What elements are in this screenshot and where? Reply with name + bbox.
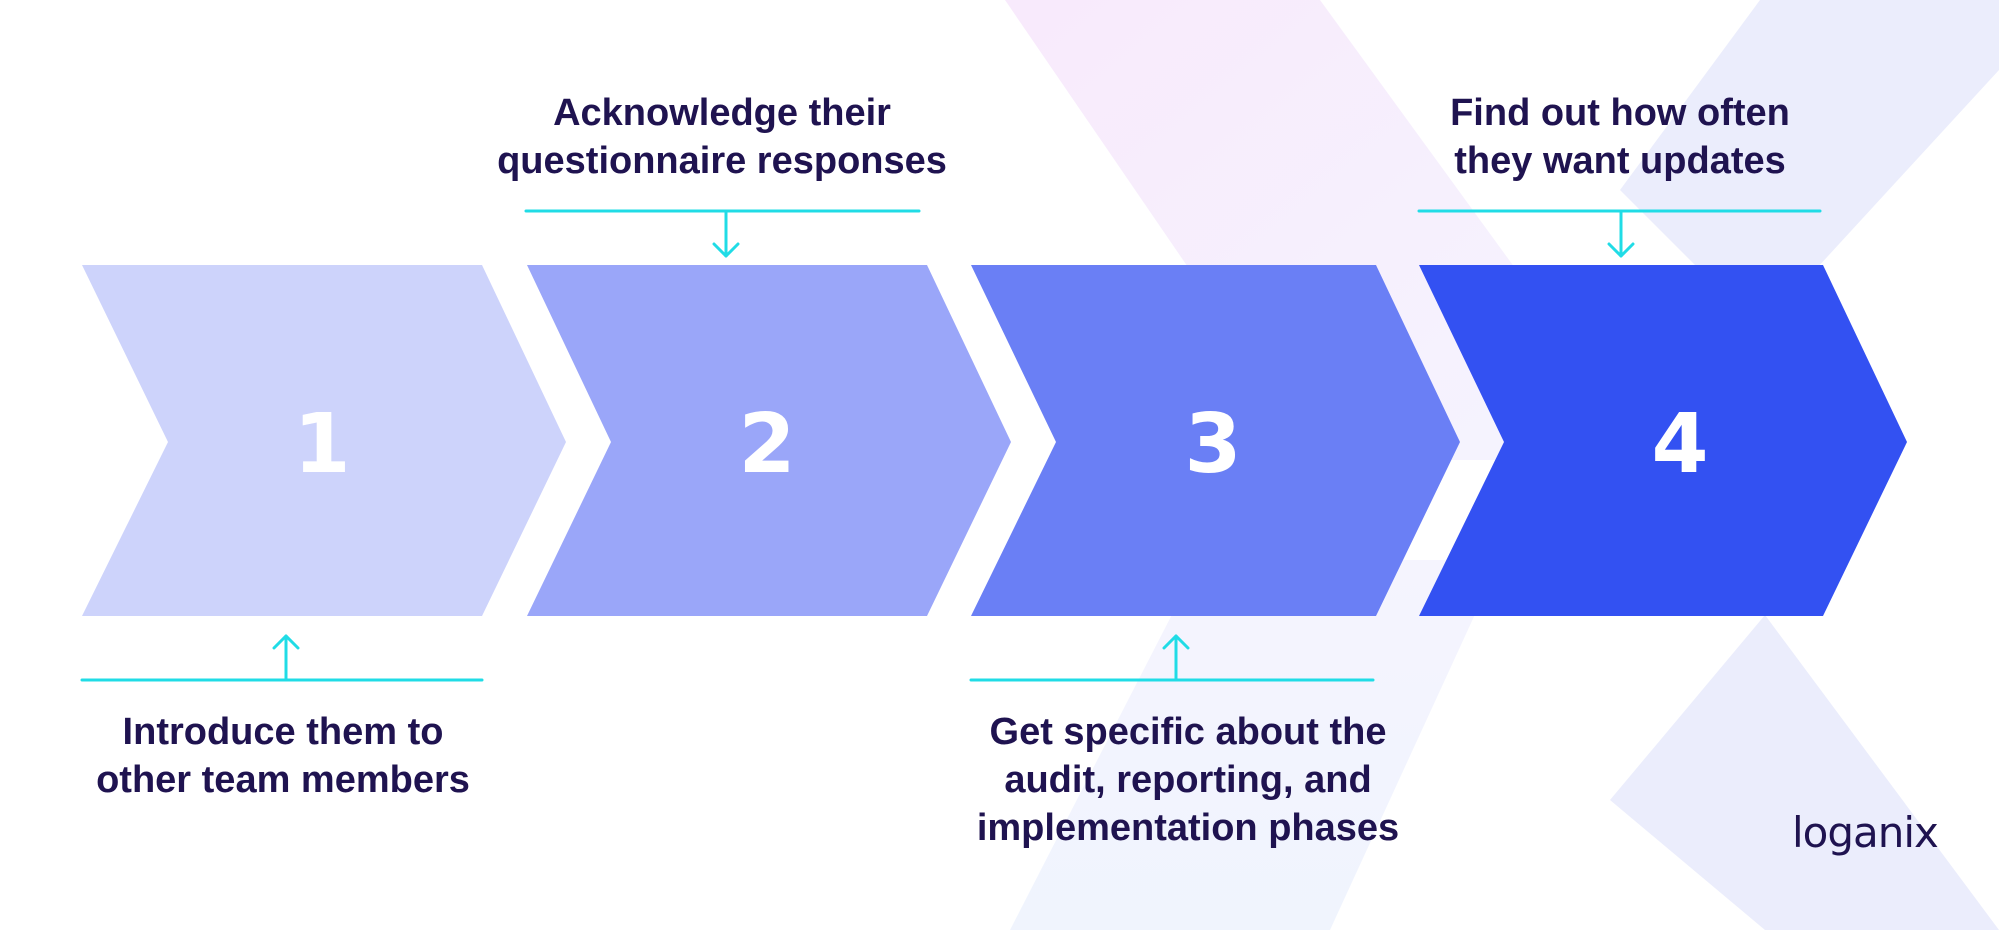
connector-step-2 bbox=[524, 209, 921, 258]
connector-step-3 bbox=[969, 634, 1375, 682]
arrow-down-icon bbox=[1607, 242, 1635, 258]
caption-step-3-line: Get specific about the bbox=[989, 711, 1387, 753]
bg-pale-band bbox=[1010, 560, 1500, 930]
chevron-4-shape bbox=[1419, 265, 1907, 616]
caption-step-4-line: Find out how often bbox=[1450, 92, 1790, 134]
chevron-step-4: 4 bbox=[1419, 265, 1907, 616]
caption-step-1: Introduce them to other team members bbox=[0, 708, 566, 804]
caption-step-3: Get specific about the audit, reporting,… bbox=[888, 708, 1488, 852]
step-1-number: 1 bbox=[293, 397, 350, 492]
caption-step-3-line: implementation phases bbox=[976, 807, 1400, 849]
caption-step-2: Acknowledge their questionnaire response… bbox=[422, 89, 1022, 185]
chevron-1-shape bbox=[82, 265, 566, 616]
arrow-up-icon bbox=[272, 634, 300, 650]
connector-step-4 bbox=[1417, 209, 1822, 258]
chevron-step-3: 3 bbox=[971, 265, 1460, 616]
chevron-2-shape bbox=[527, 265, 1011, 616]
bg-pink-band bbox=[1005, 0, 1560, 460]
step-2-number: 2 bbox=[738, 397, 795, 492]
caption-step-2-line: Acknowledge their bbox=[553, 92, 891, 134]
caption-step-2-line: questionnaire responses bbox=[497, 140, 947, 182]
caption-step-1-line: Introduce them to bbox=[122, 711, 444, 753]
connector-step-1 bbox=[80, 634, 484, 682]
bg-lavender-top bbox=[1620, 0, 1999, 330]
arrow-up-icon bbox=[1162, 634, 1190, 650]
loganix-logo: loganix bbox=[1792, 808, 1939, 857]
bg-lavender-bottom bbox=[1610, 615, 1999, 930]
chevron-3-shape bbox=[971, 265, 1460, 616]
chevron-step-2: 2 bbox=[527, 265, 1011, 616]
caption-step-3-line: audit, reporting, and bbox=[1004, 759, 1372, 801]
step-3-number: 3 bbox=[1184, 397, 1241, 492]
step-4-number: 4 bbox=[1651, 397, 1708, 492]
chevron-step-1: 1 bbox=[82, 265, 566, 616]
caption-step-4-line: they want updates bbox=[1454, 140, 1786, 182]
arrow-down-icon bbox=[712, 242, 740, 258]
caption-step-1-line: other team members bbox=[96, 759, 470, 801]
caption-step-4: Find out how often they want updates bbox=[1320, 89, 1920, 185]
